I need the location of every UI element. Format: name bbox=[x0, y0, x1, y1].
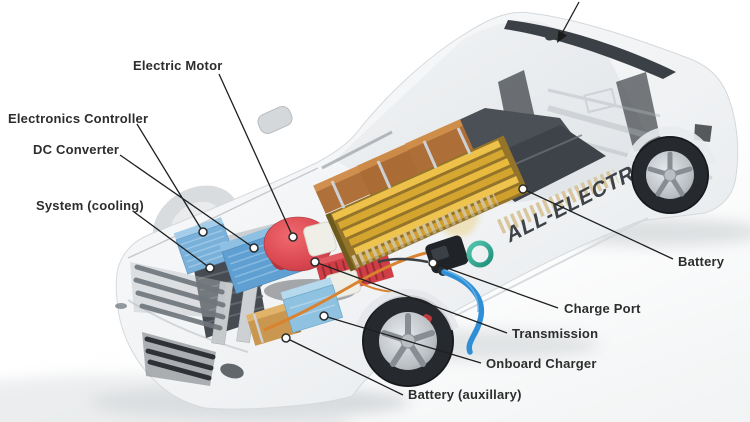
roof-antenna bbox=[545, 31, 559, 41]
front-wheel bbox=[356, 289, 459, 387]
leader-onboard-charger bbox=[323, 315, 482, 364]
leader-electronics-controller bbox=[136, 123, 204, 233]
logo-ring bbox=[466, 240, 494, 268]
leader-dots bbox=[198, 184, 528, 343]
leader-dc-converter bbox=[119, 154, 255, 249]
upper-grille bbox=[130, 262, 226, 331]
top-pointer-arrowhead bbox=[557, 30, 567, 43]
rear-wheel bbox=[626, 126, 715, 214]
label-charge-port: Charge Port bbox=[564, 301, 641, 316]
leader-lines bbox=[119, 1, 674, 396]
leader-electric-motor bbox=[218, 73, 294, 238]
charging-cable bbox=[441, 269, 485, 355]
label-battery: Battery bbox=[678, 254, 725, 269]
battery-pack bbox=[313, 108, 620, 272]
lower-grille bbox=[115, 303, 244, 386]
label-battery-auxiliary: Battery (auxillary) bbox=[408, 387, 522, 402]
label-electronics-controller: Electronics Controller bbox=[8, 111, 149, 126]
fog-lamp bbox=[220, 363, 244, 379]
leader-transmission bbox=[314, 261, 508, 334]
label-onboard-charger: Onboard Charger bbox=[486, 356, 597, 371]
battery-cells-yellow bbox=[325, 135, 529, 272]
label-system-cooling: System (cooling) bbox=[36, 198, 144, 213]
electronics-controller-box bbox=[173, 217, 236, 275]
leader-charge-port bbox=[432, 262, 559, 309]
label-dc-converter: DC Converter bbox=[33, 142, 120, 157]
battery-fins bbox=[351, 169, 620, 269]
leader-system-cooling bbox=[133, 211, 211, 269]
onboard-charger bbox=[280, 277, 344, 333]
side-mirror bbox=[257, 106, 293, 134]
label-transmission: Transmission bbox=[512, 326, 599, 341]
label-electric-motor: Electric Motor bbox=[133, 58, 223, 73]
leader-battery-auxiliary bbox=[285, 337, 404, 396]
battery-modules-orange bbox=[313, 119, 474, 214]
battery-tie-rods bbox=[330, 127, 472, 209]
leader-top-pointer bbox=[560, 1, 580, 36]
leader-battery bbox=[522, 188, 674, 260]
